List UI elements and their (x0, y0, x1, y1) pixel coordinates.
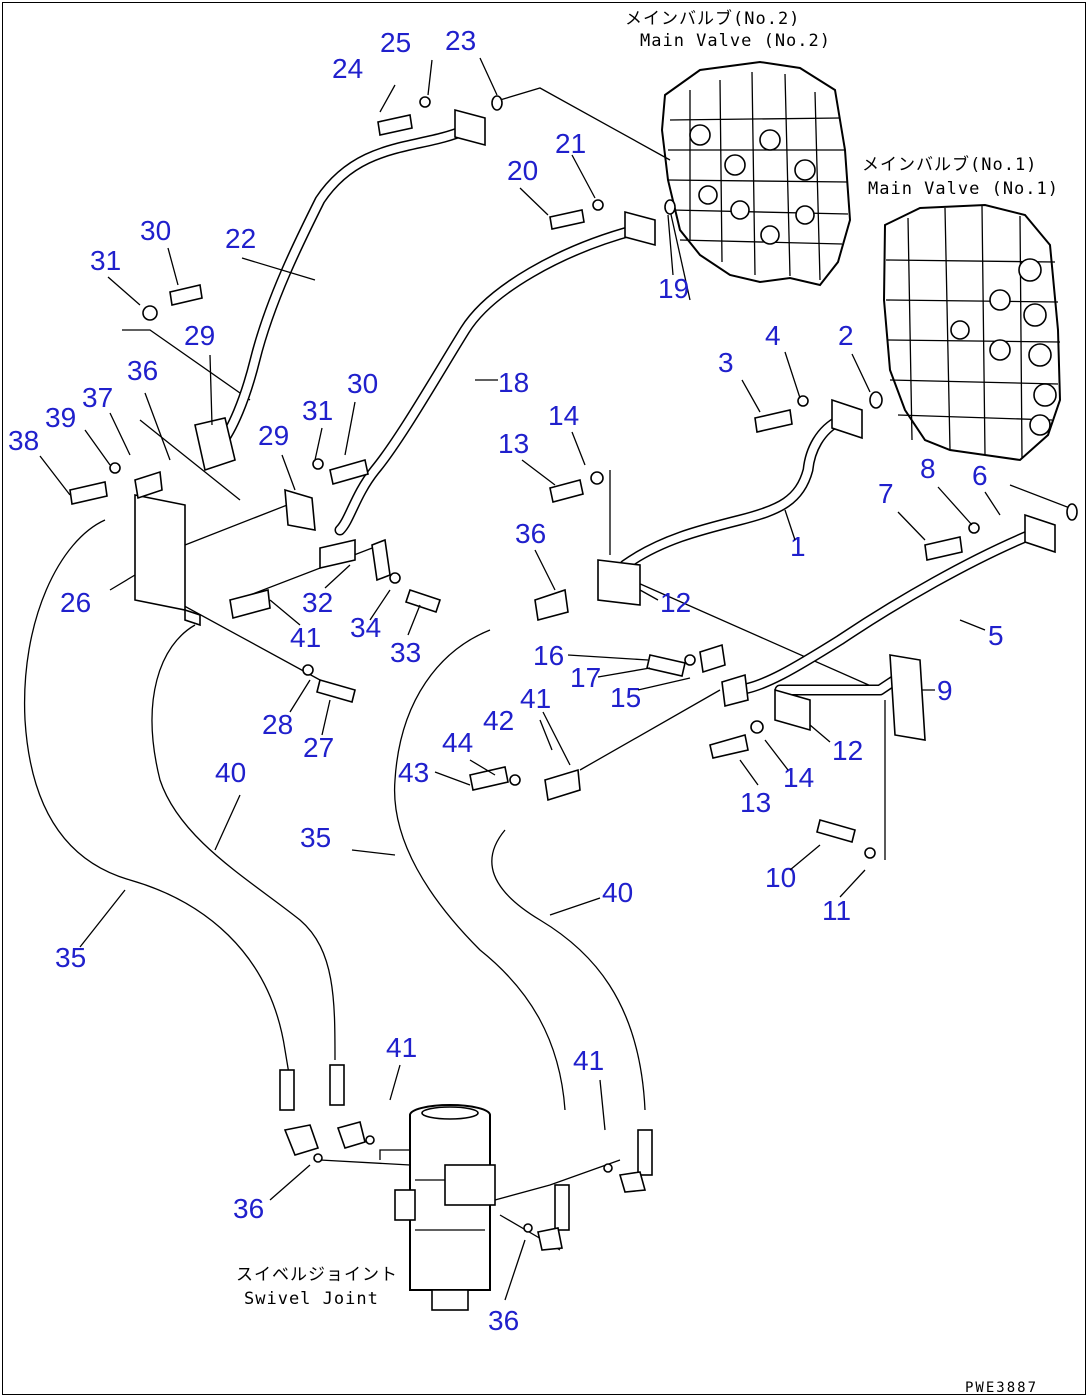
part-label: 35 (55, 942, 86, 973)
part-label: 42 (483, 705, 514, 736)
part-label: 29 (258, 420, 289, 451)
part-label: 6 (972, 460, 988, 491)
swivel-joint-caption-jp: スイベルジョイント (236, 1265, 398, 1285)
captions: メインバルブ(No.2) Main Valve (No.2) メインバルブ(No… (236, 8, 1059, 1396)
part-label: 31 (302, 395, 333, 426)
drawing-code: PWE3887 (965, 1380, 1038, 1396)
part-label: 38 (8, 425, 39, 456)
part-label: 39 (45, 402, 76, 433)
part-label: 2 (838, 320, 854, 351)
part-label: 41 (573, 1045, 604, 1076)
part-label: 14 (548, 400, 579, 431)
part-callouts: 25 23 24 21 20 19 30 22 31 29 36 37 39 3… (8, 25, 1004, 1336)
part-label: 4 (765, 320, 781, 351)
part-label: 22 (225, 223, 256, 254)
part-label: 18 (498, 367, 529, 398)
part-label: 30 (140, 215, 171, 246)
part-label: 21 (555, 128, 586, 159)
main-valve-no1 (882, 203, 1062, 462)
part-label: 33 (390, 637, 421, 668)
part-label: 34 (350, 612, 381, 643)
part-label: 32 (302, 587, 333, 618)
part-label: 15 (610, 682, 641, 713)
main-valve-no2-caption-en: Main Valve (No.2) (640, 31, 831, 51)
leader-lines (122, 87, 1076, 1251)
pipes (214, 124, 1036, 696)
part-label: 43 (398, 757, 429, 788)
part-label: 41 (520, 683, 551, 714)
part-label: 36 (233, 1193, 264, 1224)
part-label: 24 (332, 53, 363, 84)
part-label: 40 (602, 877, 633, 908)
part-label: 13 (498, 428, 529, 459)
part-label: 3 (718, 347, 734, 378)
part-label: 37 (82, 382, 113, 413)
part-label: 31 (90, 245, 121, 276)
part-label: 1 (790, 531, 806, 562)
hoses (23, 519, 646, 1111)
main-valve-no1-caption-jp: メインバルブ(No.1) (862, 154, 1037, 175)
part-label: 10 (765, 862, 796, 893)
part-label: 25 (380, 27, 411, 58)
part-label: 9 (937, 675, 953, 706)
part-label: 19 (658, 273, 689, 304)
main-valve-no2-caption-jp: メインバルブ(No.2) (625, 8, 800, 29)
main-valve-no1-caption-en: Main Valve (No.1) (868, 179, 1059, 199)
part-label: 14 (783, 762, 814, 793)
part-label: 23 (445, 25, 476, 56)
part-label: 36 (127, 355, 158, 386)
part-label: 12 (660, 587, 691, 618)
part-label: 17 (570, 662, 601, 693)
part-label: 26 (60, 587, 91, 618)
part-label: 11 (822, 895, 851, 926)
part-label: 8 (920, 453, 936, 484)
hose-fittings (279, 1064, 653, 1251)
part-label: 16 (533, 640, 564, 671)
main-valve-no2 (660, 60, 852, 287)
part-label: 7 (878, 478, 894, 509)
swivel-joint (394, 1104, 496, 1311)
part-label: 35 (300, 822, 331, 853)
part-label: 13 (740, 787, 771, 818)
part-label: 28 (262, 709, 293, 740)
part-label: 27 (303, 732, 334, 763)
part-label: 40 (215, 757, 246, 788)
part-label: 36 (488, 1305, 519, 1336)
swivel-joint-caption-en: Swivel Joint (244, 1289, 379, 1309)
part-label: 12 (832, 735, 863, 766)
part-label: 29 (184, 320, 215, 351)
callout-leaders (39, 57, 1001, 1301)
part-label: 5 (988, 620, 1004, 651)
part-label: 20 (507, 155, 538, 186)
part-label: 41 (386, 1032, 417, 1063)
part-label: 30 (347, 368, 378, 399)
part-label: 41 (290, 622, 321, 653)
part-label: 44 (442, 727, 473, 758)
small-parts (69, 95, 1078, 859)
part-label: 36 (515, 518, 546, 549)
